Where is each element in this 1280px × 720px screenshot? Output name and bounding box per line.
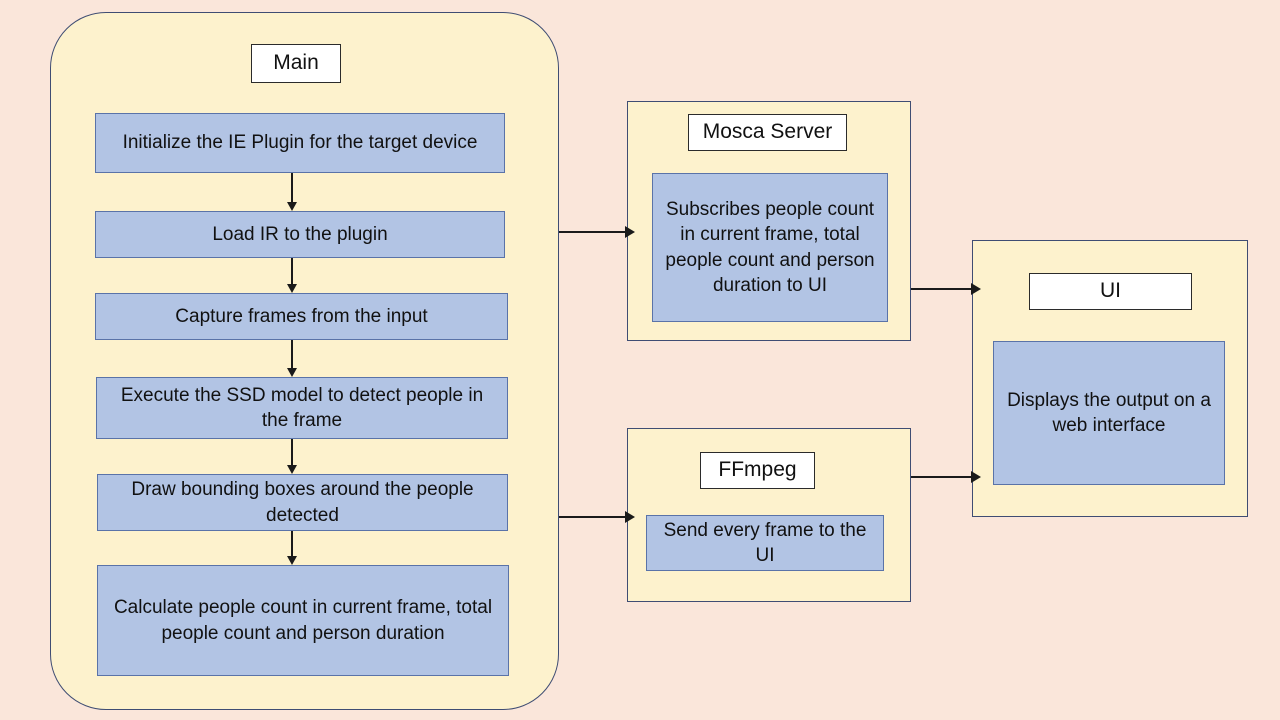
group-ffmpeg-label: FFmpeg <box>700 452 815 489</box>
process-box-load-ir[interactable]: Load IR to the plugin <box>95 211 505 258</box>
process-box-subscribe-stats[interactable]: Subscribes people count in current frame… <box>652 173 888 322</box>
connector-step3-to-step4 <box>285 340 299 377</box>
arrowhead-right-icon <box>971 283 981 295</box>
connector-step5-to-step6 <box>285 531 299 565</box>
arrowhead-right-icon <box>971 471 981 483</box>
connector-ffmpeg-to-ui <box>911 471 981 483</box>
connector-stem <box>291 439 293 466</box>
connector-stem <box>291 531 293 557</box>
process-box-calculate-stats[interactable]: Calculate people count in current frame,… <box>97 565 509 676</box>
group-ui-label: UI <box>1029 273 1192 310</box>
process-box-send-frames[interactable]: Send every frame to the UI <box>646 515 884 571</box>
connector-mosca-to-ui <box>911 283 981 295</box>
connector-stem <box>911 476 972 478</box>
connector-step1-to-step2 <box>285 173 299 211</box>
arrowhead-down-icon <box>287 368 297 377</box>
connector-stem <box>291 173 293 203</box>
connector-stem <box>559 231 626 233</box>
arrowhead-down-icon <box>287 202 297 211</box>
arrowhead-right-icon <box>625 511 635 523</box>
process-box-display-output[interactable]: Displays the output on a web interface <box>993 341 1225 485</box>
connector-stem <box>291 340 293 369</box>
group-mosca-server-label: Mosca Server <box>688 114 847 151</box>
process-box-draw-boxes[interactable]: Draw bounding boxes around the people de… <box>97 474 508 531</box>
arrowhead-down-icon <box>287 284 297 293</box>
process-box-capture-frames[interactable]: Capture frames from the input <box>95 293 508 340</box>
arrowhead-down-icon <box>287 465 297 474</box>
connector-main-to-mosca <box>559 226 635 238</box>
connector-step2-to-step3 <box>285 258 299 293</box>
connector-step4-to-step5 <box>285 439 299 474</box>
arrowhead-right-icon <box>625 226 635 238</box>
connector-stem <box>911 288 972 290</box>
process-box-init-ie-plugin[interactable]: Initialize the IE Plugin for the target … <box>95 113 505 173</box>
connector-stem <box>291 258 293 285</box>
connector-stem <box>559 516 626 518</box>
arrowhead-down-icon <box>287 556 297 565</box>
process-box-execute-ssd[interactable]: Execute the SSD model to detect people i… <box>96 377 508 439</box>
group-main-label: Main <box>251 44 341 83</box>
connector-main-to-ffmpeg <box>559 511 635 523</box>
